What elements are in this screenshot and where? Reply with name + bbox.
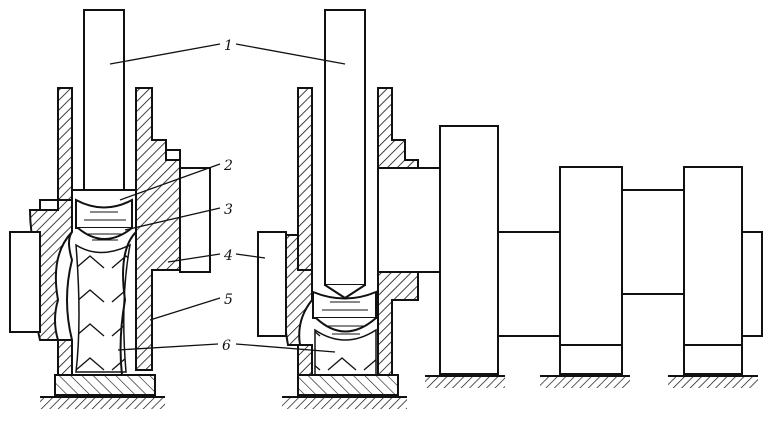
crank-web-1: [439, 125, 499, 375]
punch-middle: [324, 9, 366, 286]
label-6: 6: [222, 338, 231, 354]
crank-web-2: [559, 166, 623, 375]
label-2: 2: [223, 158, 233, 174]
side-block-right: [179, 167, 211, 273]
shaft-journal-2: [497, 231, 561, 337]
shaft-journal-1: [377, 167, 441, 273]
die-bottom-left: [57, 339, 73, 376]
crank-web-3: [683, 166, 743, 375]
middle-assembly: [257, 9, 419, 409]
side-block-left: [9, 231, 41, 333]
label-3: 3: [224, 202, 233, 218]
base-plate-left: [54, 374, 156, 396]
base-plate-mid: [297, 374, 399, 396]
crankshaft: [377, 125, 763, 375]
leader-lines: [109, 43, 346, 353]
punch-left: [83, 9, 125, 191]
ground-left: [40, 397, 165, 409]
punch-tip-middle: [324, 284, 366, 300]
billet-lens-mid: [315, 317, 377, 333]
billet-body-left: [75, 243, 132, 373]
left-assembly: [9, 9, 211, 409]
shaft-journal-3: [621, 189, 685, 295]
label-4: 4: [223, 248, 233, 264]
billet-top-mid: [312, 290, 377, 319]
label-1: 1: [224, 38, 233, 54]
die-wall-mid-left: [297, 87, 313, 271]
die-wall-right-outer: [135, 87, 181, 371]
billet-lens-left: [77, 227, 133, 240]
crankshaft-grounds: [425, 375, 758, 388]
ground-middle: [282, 397, 407, 409]
shaft-journal-4: [741, 231, 763, 337]
billet-body-mid: [314, 328, 377, 376]
die-wall-left-outer: [57, 87, 73, 201]
label-5: 5: [224, 292, 233, 308]
side-block-mid: [257, 231, 287, 337]
billet-top-left: [75, 198, 133, 229]
